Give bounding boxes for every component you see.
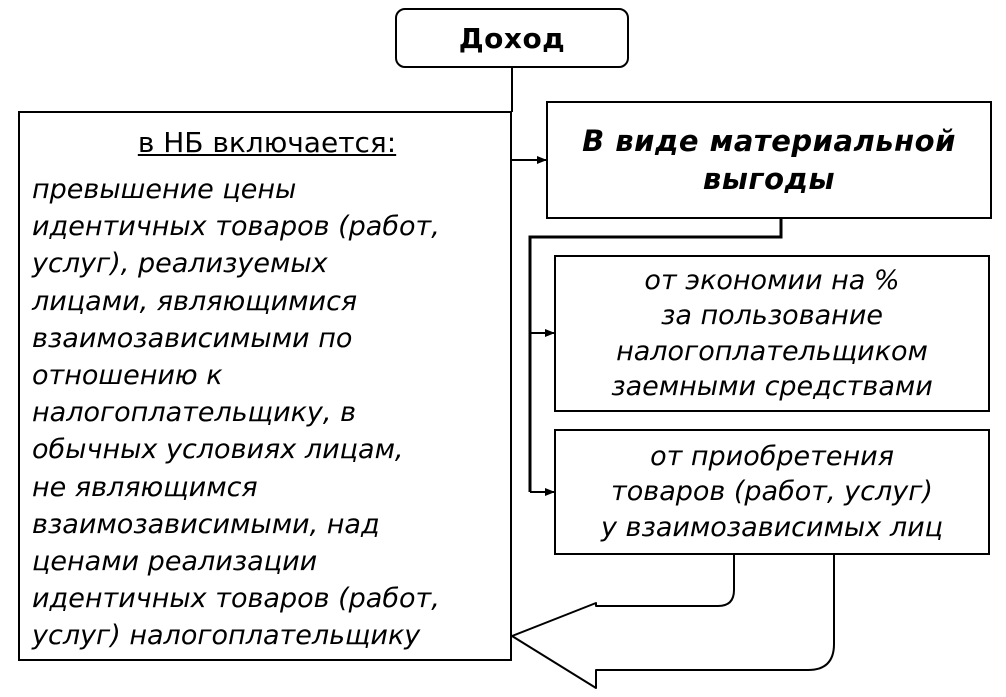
material-benefit-line: В виде материальной [582, 124, 956, 158]
tax-base-text: превышение цены идентичных товаров (рабо… [32, 171, 502, 655]
interest-savings-line: налогоплательщиком [616, 335, 928, 367]
tax-base-line: взаимозависимыми по [32, 322, 353, 354]
income-title: Доход [458, 21, 566, 55]
interest-savings-box: от экономии на % за пользование налогопл… [554, 255, 990, 412]
tax-base-line: налогоплательщику, в [32, 397, 356, 429]
tax-base-line: услуг) налогоплательщику [32, 620, 421, 652]
interest-savings-line: заемными средствами [611, 371, 933, 402]
branch-connector [528, 219, 783, 492]
tax-base-line: взаимозависимыми, над [32, 508, 380, 540]
related-party-line: товаров (работ, услуг) [611, 476, 933, 508]
tax-base-line: идентичных товаров (работ, [32, 211, 440, 243]
return-arrow [511, 555, 835, 689]
tax-base-line: идентичных товаров (работ, [32, 583, 440, 615]
tax-base-line: превышение цены [32, 174, 297, 205]
tax-base-line: лицами, являющимися [32, 285, 358, 317]
tax-base-line: отношению к [32, 360, 223, 392]
material-benefit-box: В виде материальной выгоды [546, 101, 992, 219]
tax-base-line: не являющимся [32, 471, 258, 503]
related-party-line: от приобретения [650, 440, 894, 472]
interest-savings-line: за пользование [661, 300, 883, 331]
tax-base-heading: в НБ включается: [137, 126, 397, 159]
tax-base-line: услуг), реализуемых [32, 248, 328, 280]
material-benefit-line: выгоды [702, 162, 836, 196]
tax-base-line: ценами реализации [32, 546, 318, 578]
related-party-line: у взаимозависимых лиц [601, 511, 943, 543]
tax-base-line: обычных условиях лицам, [32, 434, 404, 466]
interest-savings-line: от экономии на % [644, 264, 900, 296]
related-party-purchase-box: от приобретения товаров (работ, услуг) у… [554, 429, 990, 555]
tax-base-box: в НБ включается: превышение цены идентич… [18, 111, 512, 661]
income-title-box: Доход [395, 8, 629, 68]
